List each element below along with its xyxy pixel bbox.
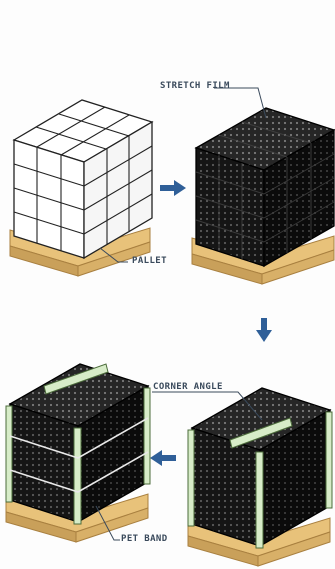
pet-band-label: PET BAND — [121, 534, 168, 544]
arrow-right-icon — [160, 180, 186, 196]
corner-angle-label: CORNER ANGLE — [153, 382, 223, 392]
arrow-down-icon — [256, 318, 272, 342]
step4-banded-load — [6, 364, 150, 542]
step1-unwrapped-load — [10, 100, 152, 276]
arrow-left-icon — [150, 450, 176, 466]
step3-corner-angle-load — [188, 388, 332, 566]
step2-wrapped-load — [192, 108, 334, 284]
stretch-film-label: STRETCH FILM — [160, 81, 230, 91]
pallet-label: PALLET — [132, 256, 167, 266]
